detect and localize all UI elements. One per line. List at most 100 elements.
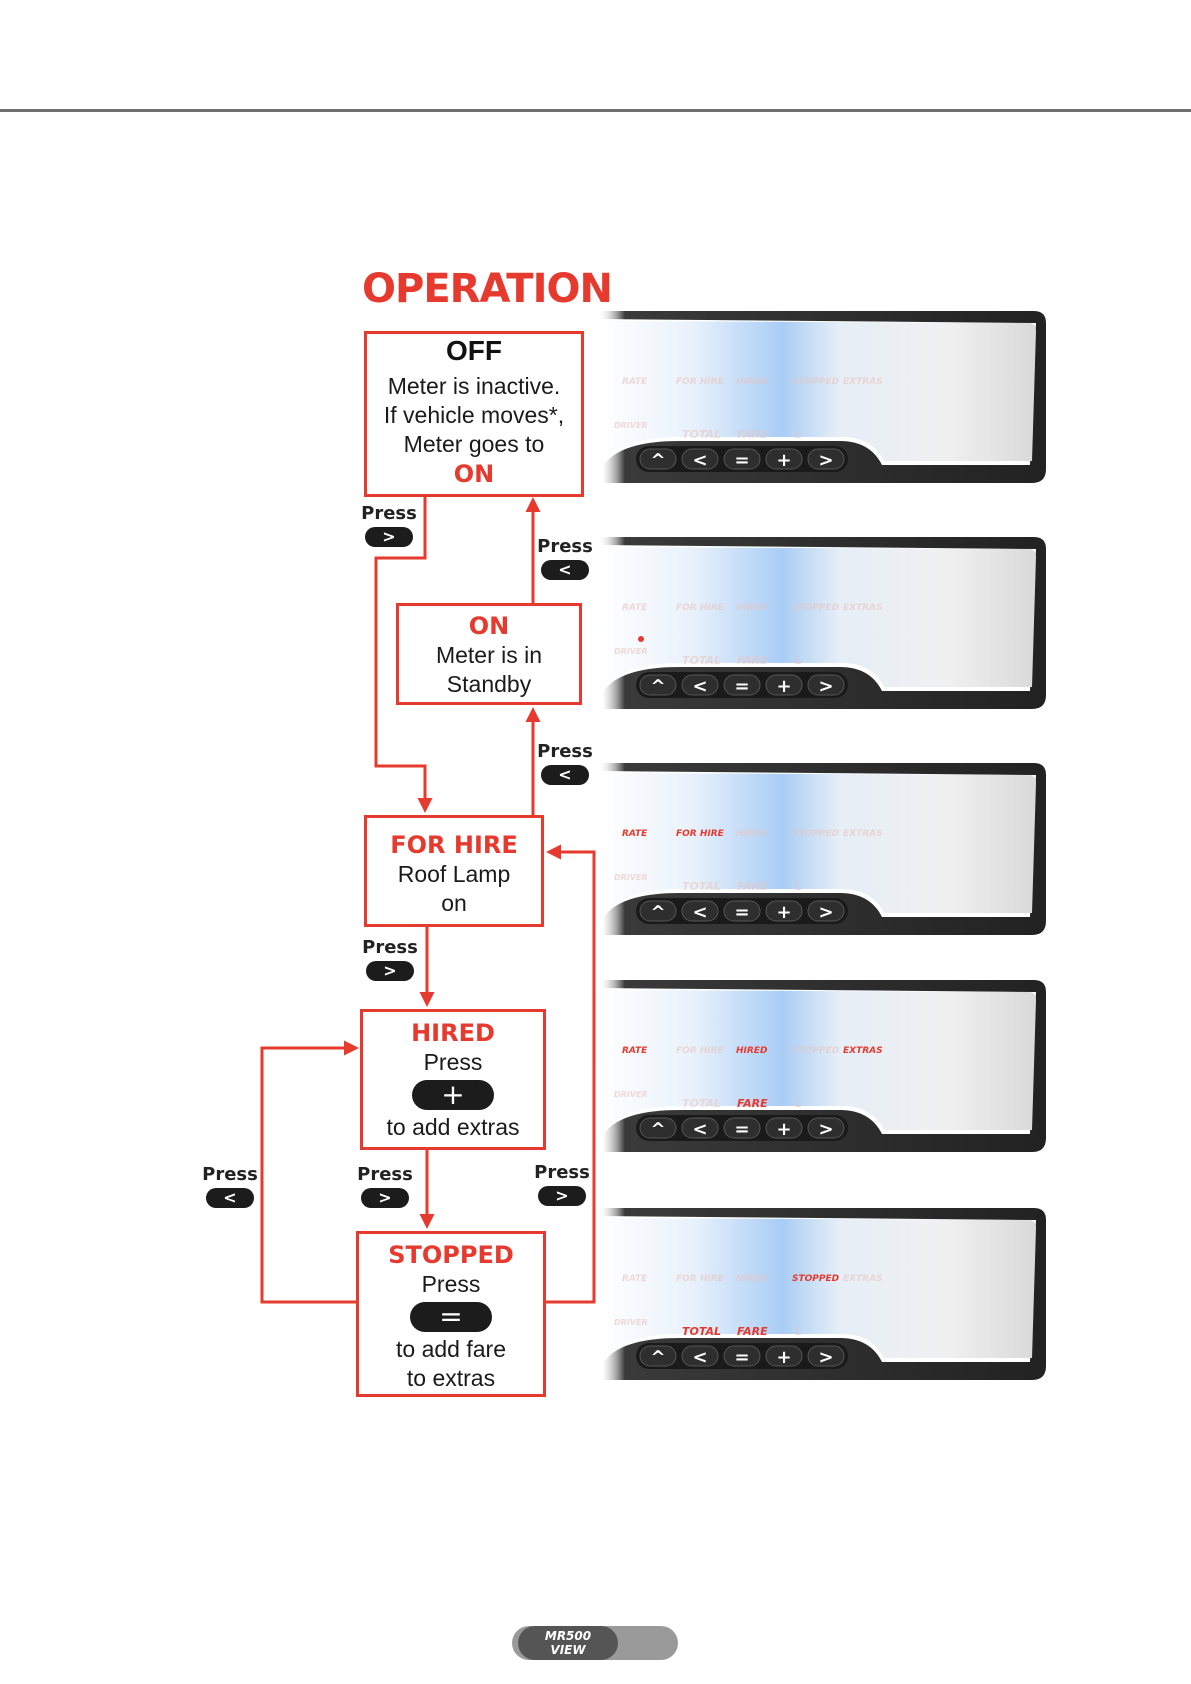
meter-key: [723, 448, 761, 470]
state-stopped-after: to add fare: [396, 1336, 506, 1362]
meter-label: HIRED: [736, 829, 768, 839]
meter-key: [765, 448, 803, 470]
press-text: Press: [357, 1164, 413, 1185]
meter-label-driver: DRIVER: [614, 873, 648, 882]
press-text: Press: [537, 741, 593, 762]
state-hired-box: HIRED Press + to add extras: [360, 1009, 546, 1150]
state-on-heading: ON: [468, 612, 510, 640]
state-stopped-heading: STOPPED: [388, 1241, 514, 1269]
right-key-icon: >: [361, 1188, 409, 1208]
meter-key-label: +: [776, 676, 791, 697]
meter-label: HIRED: [736, 1274, 768, 1284]
state-off-line: Meter goes to: [403, 431, 545, 457]
meter-label: L: [795, 428, 802, 441]
meter-key: [723, 674, 761, 696]
left-key-icon: <: [206, 1188, 254, 1208]
right-key-icon: >: [538, 1186, 586, 1206]
press-text: Press: [534, 1162, 590, 1183]
meter-label: FARE: [737, 880, 768, 893]
state-on-line: Standby: [446, 671, 532, 697]
meter-label-driver: DRIVER: [614, 1318, 648, 1327]
meter-key: [723, 1345, 761, 1367]
meter-key: [681, 674, 719, 696]
state-off-box: OFF Meter is inactive. If vehicle moves*…: [364, 331, 584, 497]
meter-key: [723, 1117, 761, 1139]
meter-key-label: =: [734, 676, 749, 697]
meter-label: EXTRAS: [843, 603, 883, 613]
arrow-stopped-to-hired: [260, 1040, 359, 1304]
meter-label: L: [795, 1325, 802, 1338]
left-key-icon: <: [541, 765, 589, 785]
press-label: Press <: [533, 741, 597, 785]
meter-key: [765, 1117, 803, 1139]
meter-label: FARE: [737, 1097, 768, 1110]
meter-label-driver: DRIVER: [614, 421, 648, 430]
meter-key-label: ^: [650, 1347, 665, 1368]
meter-key-label: <: [692, 450, 707, 471]
meter-label: STOPPED: [792, 603, 840, 613]
page-title: OPERATION: [362, 266, 613, 312]
press-label: Press >: [353, 1164, 417, 1208]
meter-label: STOPPED: [792, 1046, 840, 1056]
meter-key: [639, 448, 677, 470]
meter-key-label: <: [692, 1119, 707, 1140]
meter-standby-dot: [638, 636, 644, 642]
press-text: Press: [202, 1164, 258, 1185]
meter-label: TOTAL: [682, 654, 721, 667]
meter-key-label: =: [734, 902, 749, 923]
meter-key: [765, 900, 803, 922]
meter-key: [807, 1117, 845, 1139]
press-label: Press <: [198, 1164, 262, 1208]
meter-label: EXTRAS: [843, 1274, 883, 1284]
state-forhire-line: Roof Lamp: [397, 861, 511, 887]
meter-label: RATE: [622, 603, 648, 613]
meter-label-driver: DRIVER: [614, 647, 648, 656]
equals-button-icon: =: [410, 1302, 492, 1332]
meter-key: [723, 900, 761, 922]
meter-label: TOTAL: [682, 1325, 721, 1338]
logo-line1: MR500: [544, 1629, 592, 1643]
meter-key: [765, 674, 803, 696]
state-off-line: Meter is inactive.: [387, 373, 561, 399]
meter-key-label: >: [818, 676, 833, 697]
press-label: Press >: [357, 503, 421, 547]
state-stopped-press: Press: [421, 1271, 481, 1297]
meter-key-label: >: [818, 902, 833, 923]
footer-logo: MR500 VIEW: [512, 1626, 678, 1660]
meter-label: EXTRAS: [843, 829, 883, 839]
meter-key-label: +: [776, 902, 791, 923]
state-forhire-box: FOR HIRE Roof Lamp on: [364, 815, 544, 927]
meter-label-driver: DRIVER: [614, 1090, 648, 1099]
state-hired-press: Press: [423, 1049, 483, 1075]
meter-label: FOR HIRE: [676, 603, 725, 613]
state-off-line: If vehicle moves*,: [383, 402, 565, 428]
meter-key-label: >: [818, 1119, 833, 1140]
meter-key-label: ^: [650, 450, 665, 471]
press-text: Press: [362, 937, 418, 958]
meter-key: [807, 674, 845, 696]
meter-label: STOPPED: [792, 1274, 840, 1284]
meter-key: [681, 900, 719, 922]
meter-key-label: +: [776, 450, 791, 471]
meter-key: [681, 1345, 719, 1367]
meter-label: RATE: [622, 1274, 648, 1284]
meter-key-label: <: [692, 902, 707, 923]
meter-screen: [598, 990, 1036, 1132]
press-label: Press >: [530, 1162, 594, 1206]
meter-key-label: <: [692, 676, 707, 697]
meter-key-label: =: [734, 450, 749, 471]
meter-key: [639, 1345, 677, 1367]
meter-key-label: ^: [650, 902, 665, 923]
meter-key-label: <: [692, 1347, 707, 1368]
state-on-box: ON Meter is in Standby: [396, 603, 582, 705]
meter-key: [639, 1117, 677, 1139]
meter-key-label: =: [734, 1119, 749, 1140]
meter-key: [681, 1117, 719, 1139]
state-off-target: ON: [453, 460, 495, 488]
meter-label: EXTRAS: [843, 1046, 883, 1056]
meter-label: HIRED: [736, 603, 768, 613]
